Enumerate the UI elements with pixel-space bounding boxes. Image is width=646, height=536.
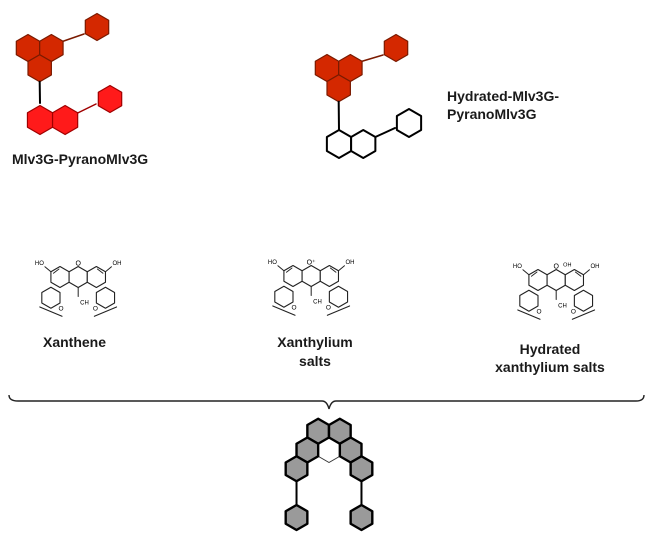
lower-ring	[328, 285, 349, 308]
hydroxyl-group: HO	[268, 260, 277, 266]
aromatic-ring	[283, 264, 303, 288]
double-bond	[530, 271, 538, 277]
bond	[76, 103, 97, 114]
bond	[337, 265, 345, 272]
linkage	[39, 306, 63, 317]
hydrated-mlv3g-pyranomlv3g-structure	[314, 33, 423, 159]
gray-ring	[349, 503, 374, 532]
oxygen-atom: O	[58, 305, 63, 312]
methyl-group: CH	[313, 300, 322, 306]
linkage	[326, 305, 351, 316]
oxygen-atom: O	[291, 304, 296, 311]
brace-path	[8, 394, 645, 410]
gray-ring	[349, 455, 374, 483]
linkage	[517, 309, 541, 320]
linkage	[272, 305, 296, 316]
bond	[104, 266, 112, 273]
lower-ring	[95, 286, 116, 309]
hydroxyl-group: OH	[590, 264, 599, 270]
black-ring	[325, 129, 353, 159]
linkage	[93, 306, 118, 317]
red-ring	[51, 104, 79, 136]
bond	[361, 54, 384, 62]
red-ring	[383, 33, 409, 63]
pyran-ring	[68, 265, 88, 289]
label-hydrated-xanthylium-line2: xanthylium salts	[495, 359, 605, 375]
double-bond	[285, 267, 293, 273]
lower-ring	[519, 289, 539, 312]
oxygen-atom: O	[571, 308, 576, 315]
xanthylium-salts-structure: O⁺ HO OH O O CH	[268, 260, 354, 316]
hydroxyl-group: HO	[513, 264, 522, 270]
black-ring	[395, 108, 423, 138]
red-ring	[84, 12, 110, 42]
bond	[582, 269, 590, 276]
linkage	[571, 309, 596, 320]
black-ring	[350, 129, 377, 159]
oxygen-atom: O	[75, 261, 81, 268]
hydrated-xanthylium-salts-structure: O OH HO OH O O CH	[513, 263, 599, 320]
oxygen-atom: O	[93, 305, 98, 312]
label-xanthylium-line2: salts	[299, 353, 331, 369]
label-hydrated-mlv3g-line1: Hydrated-Mlv3G-	[447, 88, 560, 104]
bond	[374, 127, 396, 138]
gray-ring	[284, 455, 309, 483]
methyl-group: CH	[558, 304, 567, 310]
gray-ring	[284, 503, 309, 532]
bond	[277, 265, 285, 272]
red-ring	[26, 104, 54, 136]
aromatic-ring	[564, 268, 585, 292]
aromatic-ring	[86, 265, 107, 289]
double-bond	[574, 271, 582, 277]
double-bond	[52, 268, 60, 274]
red-ring	[326, 74, 351, 103]
hydroxyl-group: OH	[345, 260, 354, 266]
double-bond	[329, 267, 337, 273]
red-ring	[97, 84, 123, 114]
mlv3g-pyranomlv3g-structure	[15, 12, 123, 136]
oxygen-atom: O	[553, 264, 559, 271]
bond	[522, 269, 530, 276]
bond	[62, 33, 85, 42]
label-xanthylium-line1: Xanthylium	[277, 334, 353, 350]
pyran-ring	[546, 268, 566, 292]
lower-ring	[573, 289, 594, 312]
hydroxyl-group: HO	[35, 261, 44, 267]
double-bond	[96, 268, 104, 274]
aromatic-ring	[50, 265, 70, 289]
grouping-brace	[8, 394, 645, 410]
combined-polymer-structure	[284, 417, 374, 532]
lower-ring	[274, 285, 294, 308]
bond	[44, 266, 52, 273]
oxygen-atom: O	[536, 308, 541, 315]
oxygen-atom: O⁺	[307, 260, 316, 267]
aromatic-ring	[319, 264, 340, 288]
hydroxyl-group: OH	[112, 261, 121, 267]
hydroxyl-group: OH	[563, 263, 571, 269]
label-mlv3g-pyranomlv3g: Mlv3G-PyranoMlv3G	[12, 151, 149, 167]
pyran-ring	[301, 264, 321, 288]
label-xanthene: Xanthene	[43, 334, 107, 350]
red-ring	[27, 54, 52, 83]
lower-ring	[41, 286, 61, 309]
label-hydrated-xanthylium-line1: Hydrated	[519, 341, 581, 357]
aromatic-ring	[528, 268, 548, 292]
label-hydrated-mlv3g-line2: PyranoMlv3G	[447, 106, 537, 122]
methyl-group: CH	[80, 301, 89, 307]
oxygen-atom: O	[326, 304, 331, 311]
